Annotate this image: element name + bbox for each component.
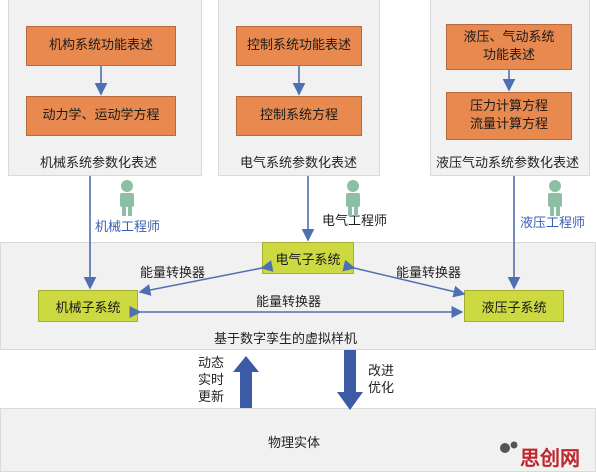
electrical-engineer-icon	[346, 180, 360, 216]
feedback-up-label: 动态 实时 更新	[198, 356, 225, 405]
hydraulic-engineer-label: 液压工程师	[520, 216, 586, 231]
physical-entity-panel	[0, 408, 596, 472]
mechanical-function-box: 机构系统功能表述	[26, 26, 176, 66]
electrical-caption: 电气系统参数化表述	[240, 156, 358, 171]
electrical-engineer-label: 电气工程师	[322, 214, 388, 229]
elec-mech-arrow	[138, 260, 274, 296]
mechanical-equation-box: 动力学、运动学方程	[26, 96, 176, 136]
down-feedback-arrow	[337, 350, 363, 410]
virtual-prototype-label: 基于数字孪生的虚拟样机	[214, 332, 358, 347]
electrical-function-box: 控制系统功能表述	[236, 26, 362, 66]
electrical-subsystem-box: 电气子系统	[262, 242, 354, 274]
physical-entity-label: 物理实体	[268, 436, 321, 451]
electrical-equation-box: 控制系统方程	[236, 96, 362, 136]
hydraulic-subsystem-box: 液压子系统	[464, 290, 564, 322]
up-feedback-arrow	[233, 356, 259, 408]
elec-hyd-arrow	[342, 259, 466, 298]
mechanical-engineer-icon	[120, 180, 134, 216]
feedback-down-label: 改进 优化	[368, 364, 395, 396]
mechanical-engineer-label: 机械工程师	[95, 220, 161, 235]
hydraulic-caption: 液压气动系统参数化表述	[436, 156, 580, 171]
watermark-logo-icon	[500, 441, 518, 453]
hydraulic-engineer-icon	[548, 180, 562, 216]
hydraulic-function-box: 液压、气动系统 功能表述	[446, 24, 572, 70]
watermark-text: 思创网	[520, 446, 580, 470]
mechanical-caption: 机械系统参数化表述	[40, 156, 158, 171]
hydraulic-equation-box: 压力计算方程 流量计算方程	[446, 92, 572, 140]
